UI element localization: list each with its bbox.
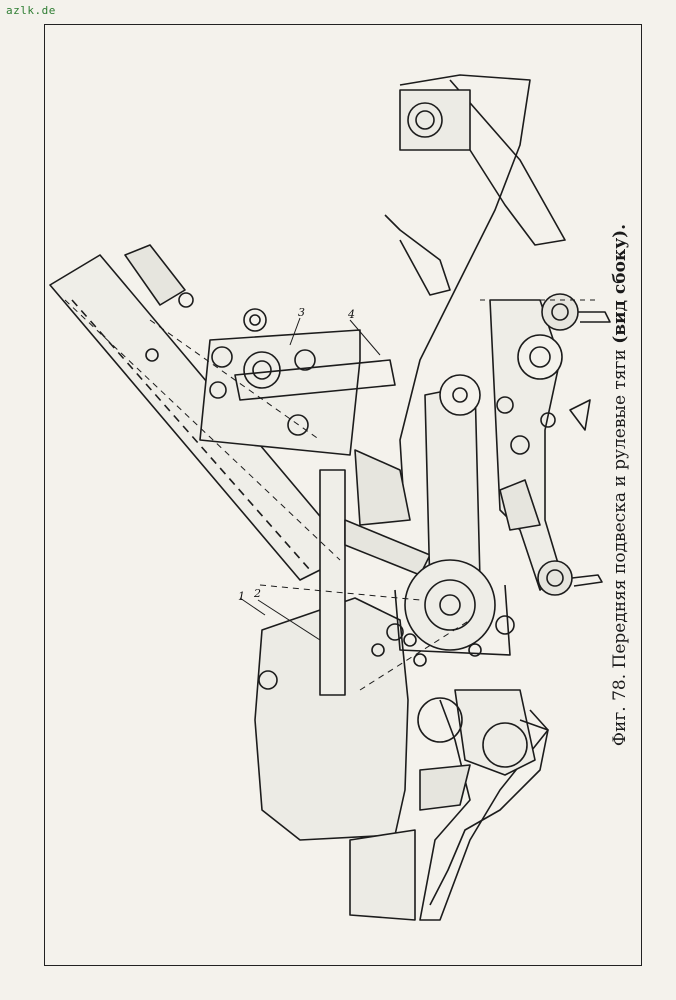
steering-arm xyxy=(424,384,481,591)
watermark: azlk.de xyxy=(6,4,56,17)
chassis-plate xyxy=(254,597,409,841)
callout-3: 3 xyxy=(298,306,305,319)
frame-rail xyxy=(349,829,416,921)
figure-subtitle: (вид сбоку). xyxy=(610,223,630,344)
callout-4: 4 xyxy=(347,308,355,321)
callout-2: 2 xyxy=(253,587,261,600)
tie-rod xyxy=(319,469,346,696)
upper-member xyxy=(399,74,531,521)
figure-caption: Фиг. 78. Передняя подвеска и рулевые тяг… xyxy=(610,224,630,746)
shock-absorber xyxy=(124,244,186,306)
figure-title: Передняя подвеска и рулевые тяги xyxy=(610,349,630,669)
link-plate xyxy=(199,329,361,456)
hub-outer xyxy=(404,559,496,651)
callout-1: 1 xyxy=(238,590,245,603)
figure-number: Фиг. 78. xyxy=(610,673,630,747)
figure-frame xyxy=(44,24,642,966)
